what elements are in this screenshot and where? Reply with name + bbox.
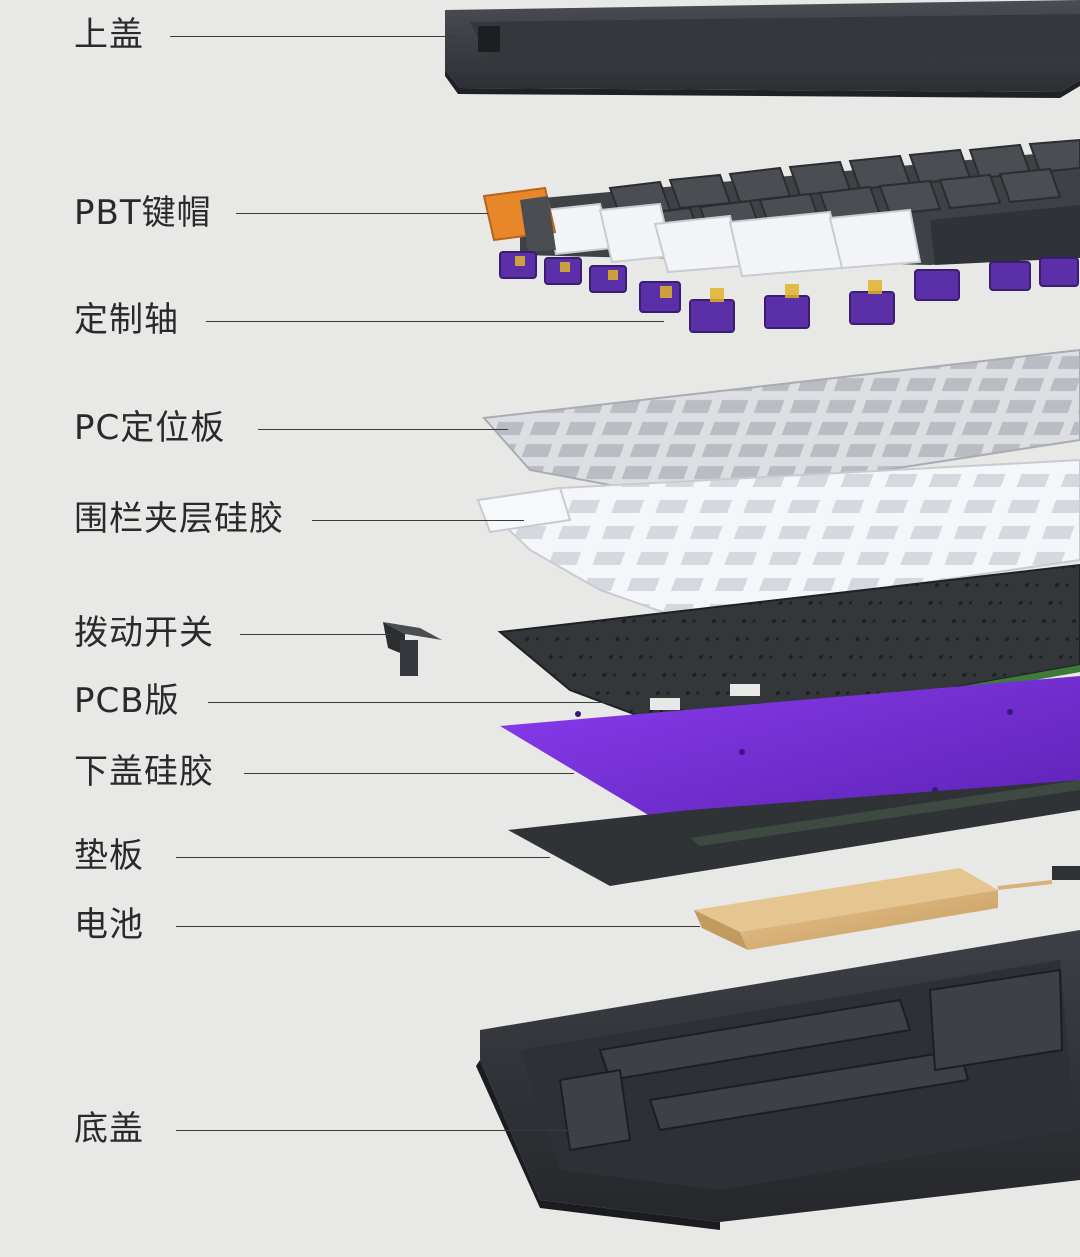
leader-pc-plate xyxy=(258,429,508,430)
leader-top-cover xyxy=(170,36,460,37)
label-battery: 电池 xyxy=(74,905,144,945)
leader-pad xyxy=(176,857,550,858)
label-pc-plate: PC定位板 xyxy=(74,408,226,448)
label-custom-switches: 定制轴 xyxy=(74,300,179,340)
label-bottom-cover: 底盖 xyxy=(74,1109,144,1149)
leader-bottom-cover xyxy=(176,1130,576,1131)
label-pad: 垫板 xyxy=(74,836,144,876)
leader-fence-silicone xyxy=(312,520,524,521)
label-fence-silicone: 围栏夹层硅胶 xyxy=(74,499,284,539)
toggle-switch-part xyxy=(383,622,442,676)
label-toggle-switch: 拨动开关 xyxy=(74,613,214,653)
fence-silicone-part xyxy=(475,458,1080,620)
leader-pcb xyxy=(208,702,638,703)
label-top-cover: 上盖 xyxy=(74,15,144,55)
leader-pbt-keycaps xyxy=(236,213,488,214)
label-pbt-keycaps: PBT键帽 xyxy=(74,193,212,233)
leader-custom-switches xyxy=(206,321,664,322)
label-pcb: PCB版 xyxy=(74,681,180,721)
leader-bottom-silicone xyxy=(244,773,574,774)
keycaps-part xyxy=(482,138,1080,278)
switches-part xyxy=(499,251,1079,333)
leader-battery xyxy=(176,926,700,927)
pad-part xyxy=(508,780,1080,886)
leader-toggle-switch xyxy=(240,634,392,635)
top-cover-part xyxy=(445,0,1080,98)
battery-part xyxy=(694,868,1053,950)
label-bottom-silicone: 下盖硅胶 xyxy=(74,752,214,792)
bottom-cover-part xyxy=(476,930,1080,1230)
